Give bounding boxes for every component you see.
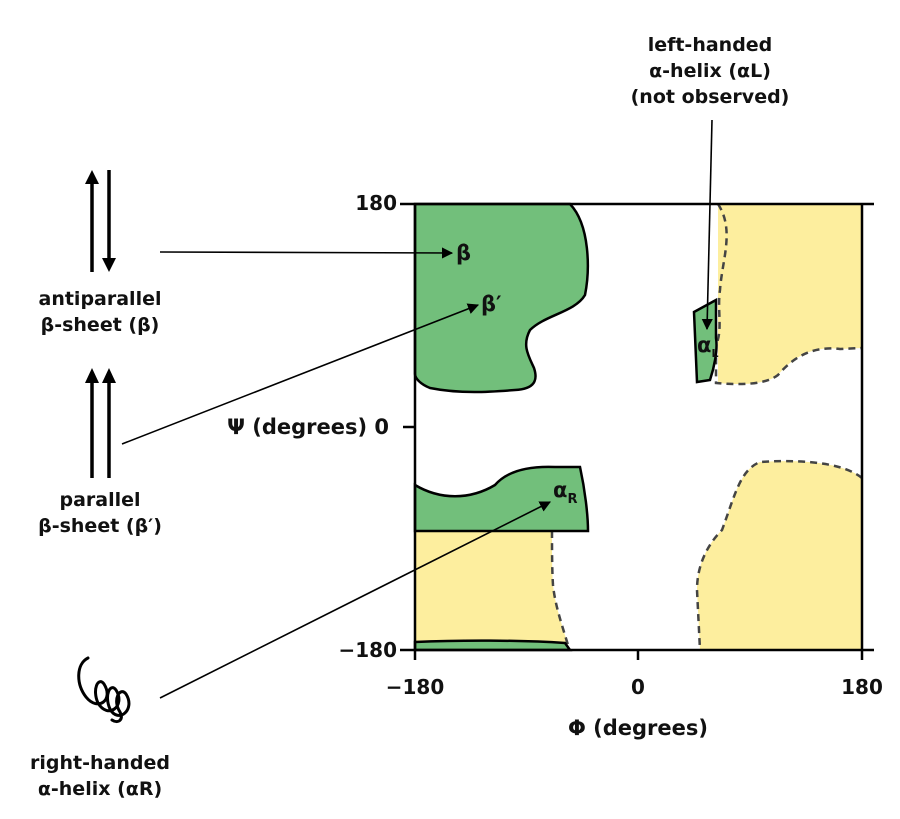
label-alpha-r: αR [553, 478, 577, 507]
label-beta-prime: β′ [481, 292, 502, 316]
yellow-region-bottom-right [697, 461, 862, 650]
dashed-border-bottom-left [550, 530, 570, 646]
green-region-bottom [413, 639, 573, 652]
phi-axis-title: Φ (degrees) [568, 716, 708, 740]
parallel-arrows-icon [85, 368, 116, 478]
psi-tick-neg180: −180 [338, 638, 397, 662]
legend-parallel-line2: β-sheet (β′) [38, 515, 162, 537]
psi-tick-180: 180 [355, 191, 397, 215]
phi-tick-180: 180 [841, 675, 883, 699]
legend-parallel-line1: parallel [59, 489, 140, 511]
helix-coil-icon [77, 656, 131, 724]
legend-right-helix-line2: α-helix (αR) [38, 778, 162, 800]
legend-left-helix-line2: α-helix (αL) [649, 60, 771, 82]
psi-axis-title: Ψ (degrees) 0 [227, 415, 389, 439]
legend-antiparallel-line2: β-sheet (β) [41, 314, 160, 336]
pointer-arrows [121, 119, 713, 699]
legend-left-helix-line1: left-handed [648, 34, 773, 56]
green-region-alpha-r [413, 465, 590, 533]
dashed-border-top-right [714, 203, 863, 386]
antiparallel-arrows-icon [85, 170, 116, 272]
phi-tick-neg180: −180 [386, 675, 445, 699]
yellow-region-bottom-left [415, 531, 568, 645]
arrow-to-alpha-l [701, 119, 713, 331]
favourable-regions [413, 202, 718, 652]
legend-left-helix-line3: (not observed) [631, 86, 790, 108]
permitted-region-borders [550, 203, 863, 651]
dashed-border-bottom-right [695, 459, 863, 651]
plot-frame [400, 202, 874, 660]
arrow-to-beta [159, 247, 454, 259]
arrow-to-alpha-r [159, 501, 552, 699]
label-beta: β [456, 241, 471, 265]
legend-right-helix-line1: right-handed [30, 752, 170, 774]
phi-tick-0: 0 [631, 675, 645, 699]
arrow-to-beta-prime [121, 303, 480, 445]
legend-antiparallel-line1: antiparallel [39, 288, 162, 310]
permitted-regions [415, 204, 862, 650]
label-alpha-l: αL [697, 333, 718, 360]
yellow-region-top-right [718, 204, 862, 385]
green-region-beta [413, 202, 589, 394]
